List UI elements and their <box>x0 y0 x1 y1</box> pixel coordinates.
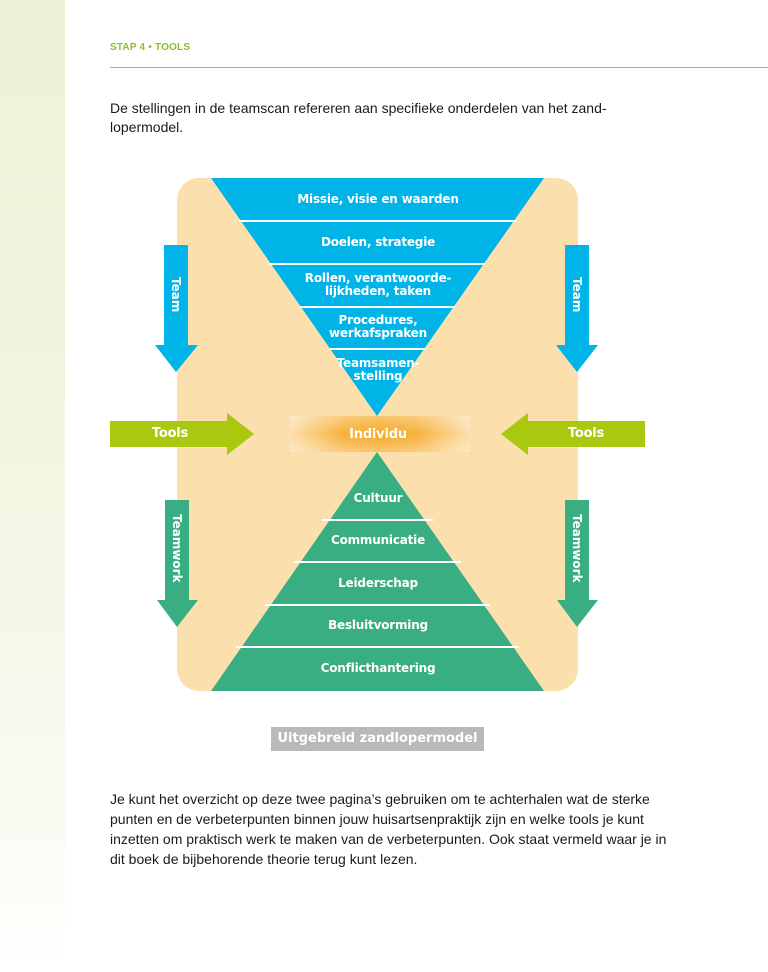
top-triangle <box>211 178 544 416</box>
body-paragraph: Je kunt het overzicht op deze twee pagin… <box>110 791 667 867</box>
page-side-band <box>0 0 65 972</box>
header-rule <box>110 67 768 68</box>
team-label-right: Team <box>570 277 584 313</box>
layer-rollen: Rollen, verantwoorde- lijkheden, taken <box>304 271 452 298</box>
tools-label-right: Tools <box>567 426 605 441</box>
teamwork-label-right: Teamwork <box>570 514 584 583</box>
tools-label-left: Tools <box>151 426 189 441</box>
layer-conflicthantering: Conflicthantering <box>320 661 436 675</box>
tools-arrow-right <box>501 413 645 455</box>
layer-cultuur: Cultuur <box>353 491 403 505</box>
bottom-triangle <box>211 452 544 691</box>
layer-besluitvorming: Besluitvorming <box>328 618 428 632</box>
layer-leiderschap: Leiderschap <box>338 576 418 590</box>
layer-missie: Missie, visie en waarden <box>297 192 459 206</box>
layer-procedures: Procedures, werkafspraken <box>329 313 427 340</box>
teamwork-arrow-left <box>157 500 198 627</box>
layer-doelen: Doelen, strategie <box>320 235 436 249</box>
team-arrow-left <box>155 245 198 372</box>
running-head: STAP 4 • TOOLS <box>110 42 191 53</box>
top-layer-dividers <box>239 220 516 350</box>
center-individu: Individu <box>349 427 407 442</box>
intro-paragraph: De stellingen in de teamscan refereren a… <box>110 100 607 135</box>
layer-teamsamenstelling: Teamsamen- stelling <box>336 356 420 383</box>
team-label-left: Team <box>169 277 183 313</box>
teamwork-label-left: Teamwork <box>170 514 184 583</box>
bottom-layer-dividers <box>236 519 519 648</box>
diagram-caption: Uitgebreid zandlopermodel <box>271 727 484 751</box>
team-arrow-right <box>556 245 598 372</box>
layer-communicatie: Communicatie <box>330 533 426 547</box>
tools-arrow-left <box>110 413 254 455</box>
teamwork-arrow-right <box>557 500 598 627</box>
